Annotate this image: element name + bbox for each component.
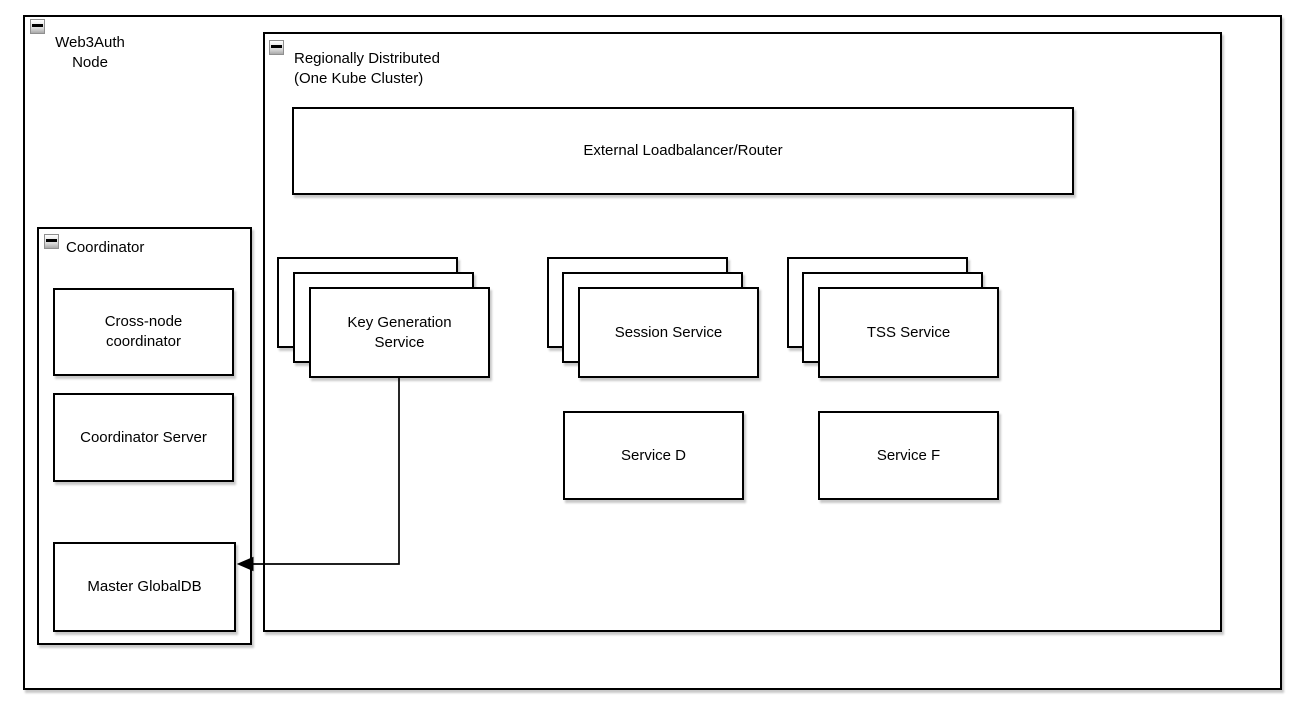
cross-node-coordinator-box[interactable]: Cross-node coordinator bbox=[53, 288, 234, 376]
tss-service-label: TSS Service bbox=[866, 323, 951, 341]
container-web3auth-label: Web3Auth Node bbox=[55, 34, 125, 71]
external-loadbalancer-label: External Loadbalancer/Router bbox=[583, 142, 783, 159]
session-service-box[interactable]: Session Service bbox=[578, 287, 759, 378]
tss-service-box[interactable]: TSS Service bbox=[818, 287, 999, 378]
cross-node-coordinator-label: Cross-node coordinator bbox=[104, 313, 183, 350]
service-f-box[interactable]: Service F bbox=[818, 411, 999, 500]
container-coordinator-label: Coordinator bbox=[66, 239, 145, 256]
session-service-label: Session Service bbox=[614, 323, 723, 341]
collapse-icon-web3auth[interactable] bbox=[30, 19, 45, 34]
service-d-label: Service D bbox=[620, 446, 687, 464]
collapse-icon-regionally-distributed[interactable] bbox=[269, 40, 284, 55]
service-d-box[interactable]: Service D bbox=[563, 411, 744, 500]
master-globaldb-box[interactable]: Master GlobalDB bbox=[53, 542, 236, 632]
coordinator-server-box[interactable]: Coordinator Server bbox=[53, 393, 234, 482]
coordinator-server-label: Coordinator Server bbox=[80, 428, 207, 446]
service-f-label: Service F bbox=[876, 446, 941, 464]
key-generation-service-label: Key Generation Service bbox=[347, 313, 452, 351]
container-regionally-distributed-label: Regionally Distributed (One Kube Cluster… bbox=[294, 50, 440, 87]
master-globaldb-label: Master GlobalDB bbox=[87, 578, 202, 595]
external-loadbalancer-box[interactable]: External Loadbalancer/Router bbox=[292, 107, 1074, 195]
collapse-icon-coordinator[interactable] bbox=[44, 234, 59, 249]
key-generation-service-box[interactable]: Key Generation Service bbox=[309, 287, 490, 378]
